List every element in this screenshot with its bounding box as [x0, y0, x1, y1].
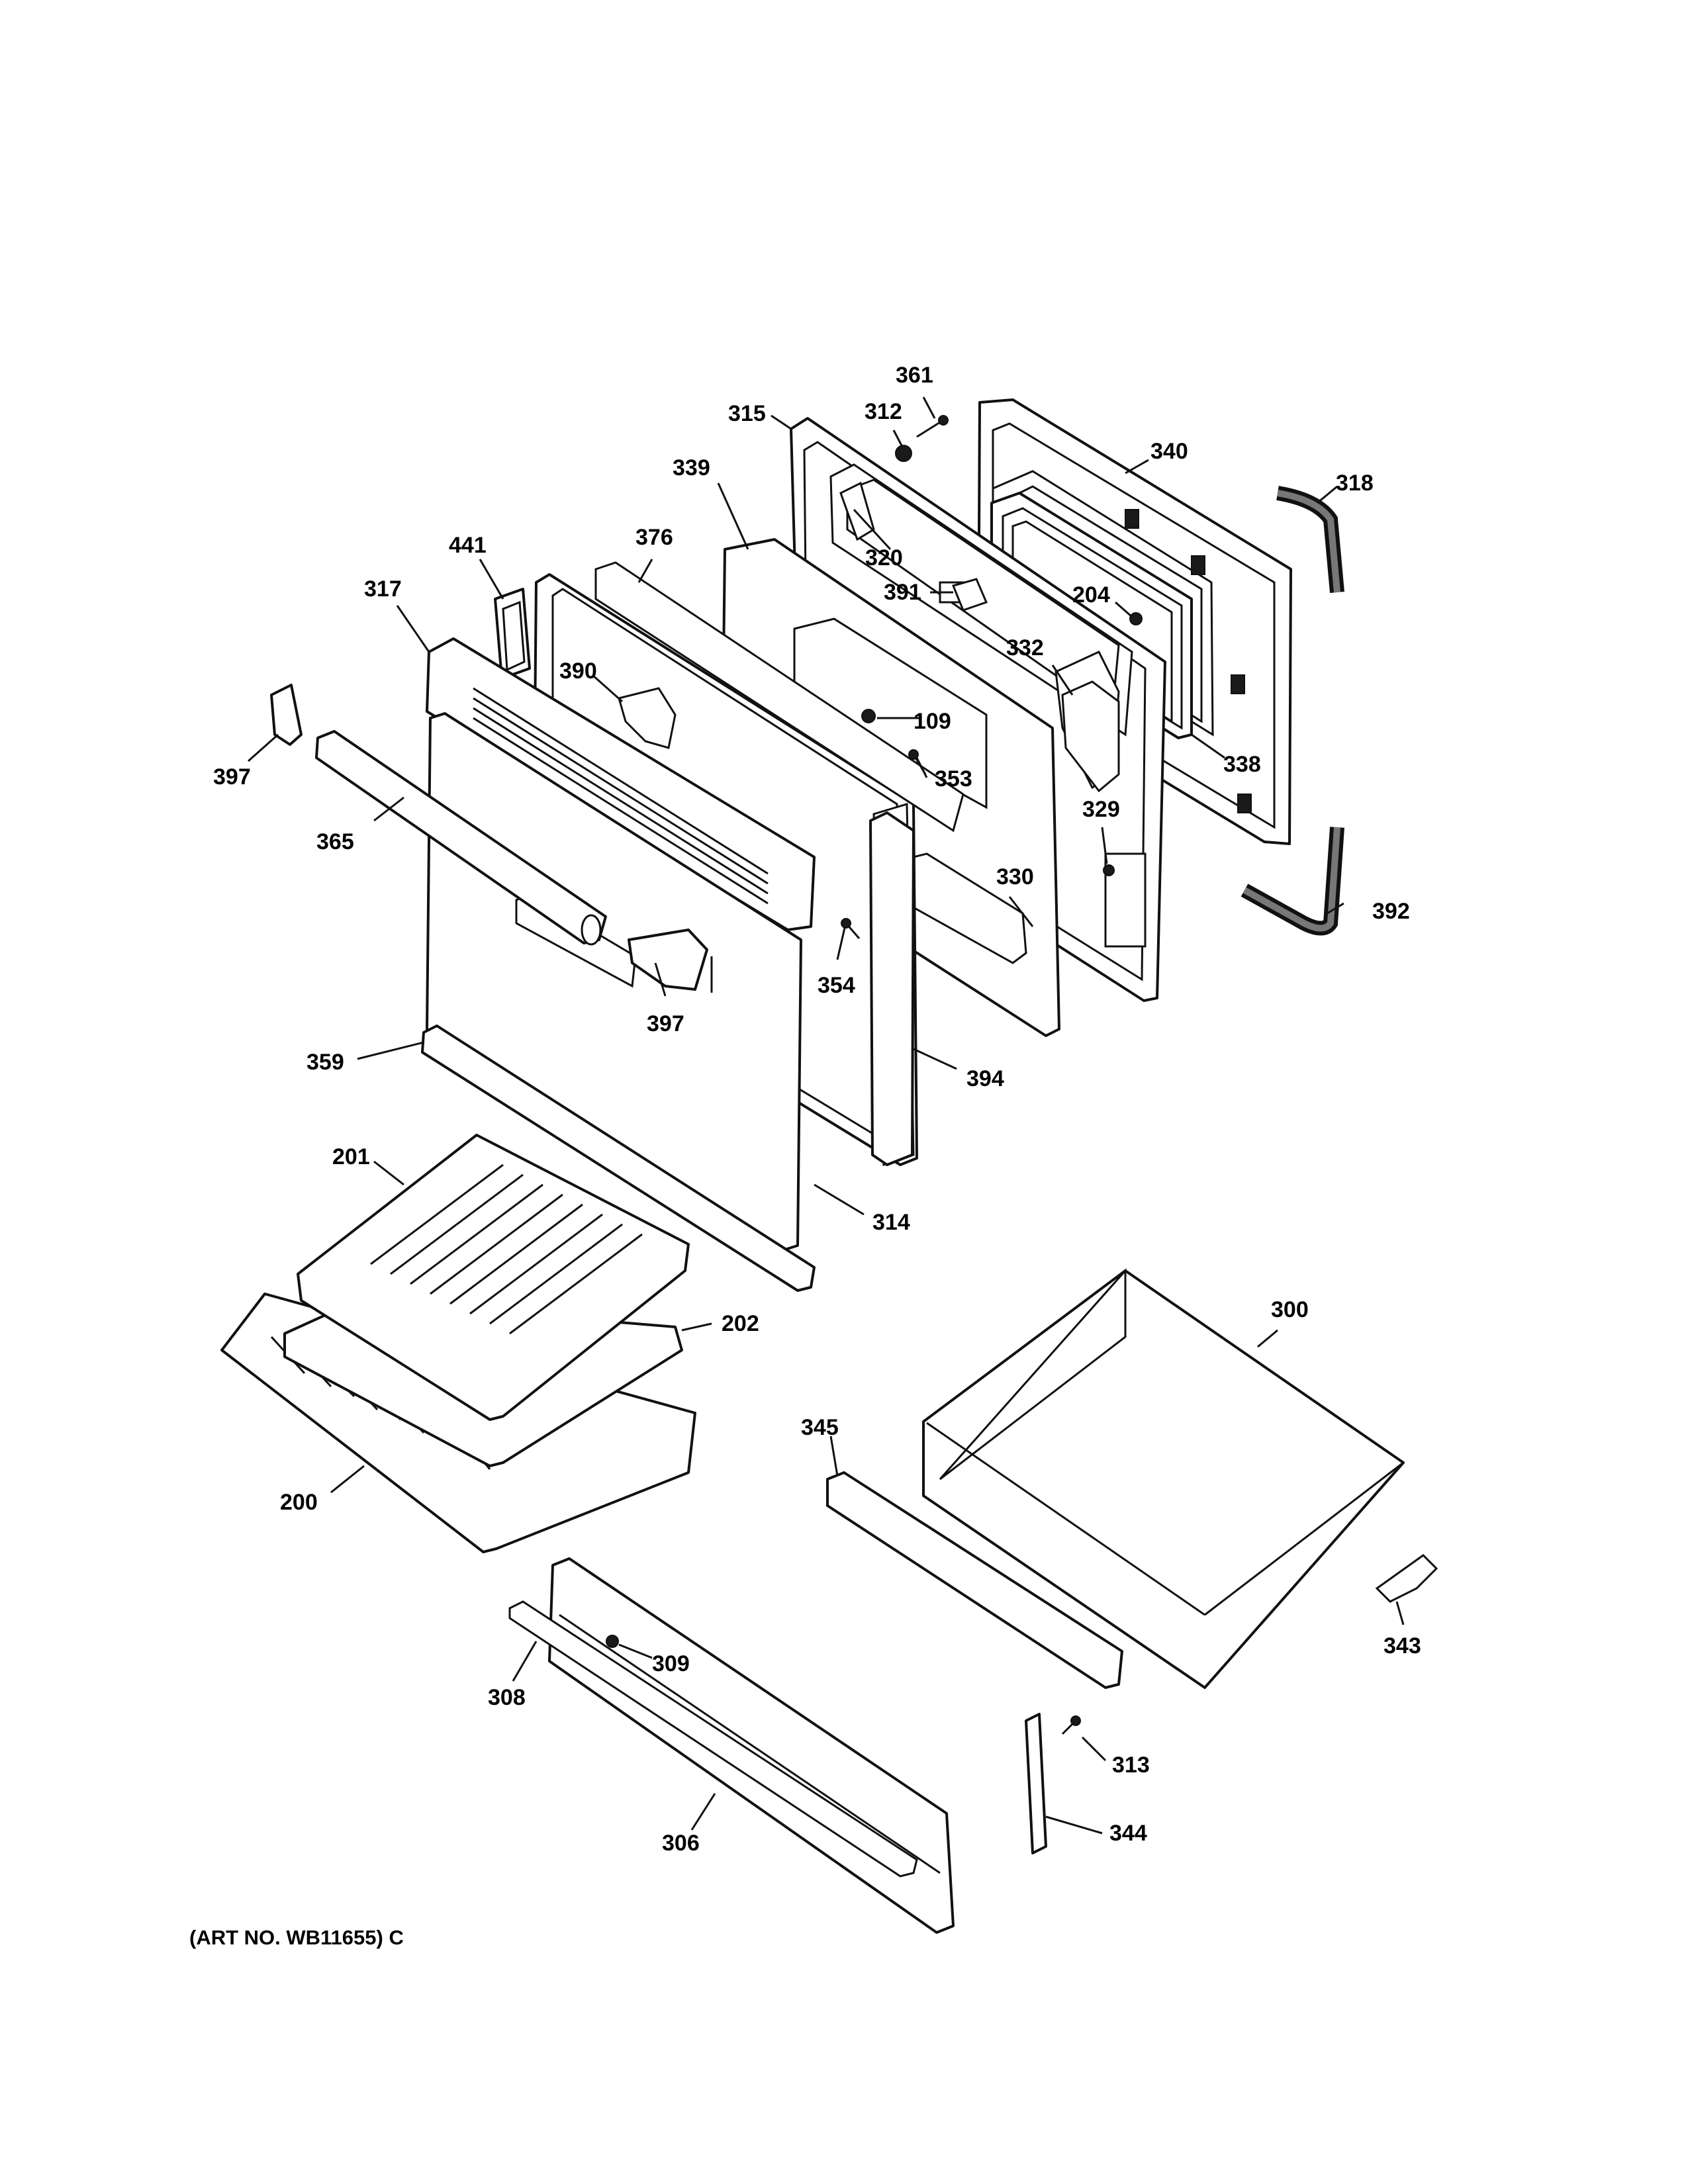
- callout-376: 376: [635, 525, 673, 550]
- part-201-broiler-grid: [297, 1134, 690, 1421]
- callout-345: 345: [801, 1415, 839, 1440]
- callout-313: 313: [1112, 1752, 1150, 1778]
- callout-300: 300: [1271, 1297, 1309, 1322]
- callout-394: 394: [966, 1066, 1004, 1091]
- part-308-trim: [508, 1600, 918, 1878]
- part-390-clip: [618, 687, 677, 749]
- part-359-bottom-trim: [421, 1024, 816, 1292]
- callout-390: 390: [559, 659, 597, 684]
- callout-318: 318: [1336, 471, 1374, 496]
- part-365-door-handle: [315, 730, 607, 946]
- callout-315: 315: [728, 401, 766, 426]
- callout-329: 329: [1082, 797, 1120, 822]
- callout-339: 339: [673, 455, 710, 480]
- part-204-screw: [1129, 612, 1143, 625]
- part-394-side-trim: [869, 811, 915, 1166]
- callout-354: 354: [818, 973, 855, 998]
- part-309-screw: [606, 1635, 619, 1648]
- callout-343: 343: [1383, 1633, 1421, 1659]
- callout-314: 314: [872, 1210, 910, 1235]
- part-312-washer: [895, 445, 912, 462]
- part-397-endcap-upper: [270, 684, 303, 746]
- callout-441: 441: [449, 533, 487, 558]
- callout-340: 340: [1150, 439, 1188, 464]
- callout-202: 202: [722, 1311, 759, 1336]
- callout-344: 344: [1109, 1821, 1147, 1846]
- callout-309: 309: [652, 1651, 690, 1676]
- part-345-rail: [826, 1471, 1123, 1689]
- part-329-screw: [1103, 864, 1115, 876]
- part-361-screw: [916, 415, 949, 438]
- callout-201: 201: [332, 1144, 370, 1169]
- callout-365: 365: [316, 829, 354, 854]
- part-392-gasket: [1241, 827, 1344, 936]
- part-397-endcap-lower: [628, 929, 708, 991]
- callout-338: 338: [1223, 752, 1261, 777]
- art-number-caption: (ART NO. WB11655) C: [189, 1926, 404, 1949]
- callout-200: 200: [280, 1490, 318, 1515]
- part-306-drawer-front: [548, 1557, 955, 1934]
- callout-330: 330: [996, 864, 1034, 889]
- callout-359: 359: [306, 1050, 344, 1075]
- callout-308: 308: [488, 1685, 526, 1710]
- part-320-hinge: [839, 481, 875, 541]
- leader-lines: [248, 396, 1405, 1835]
- callout-392: 392: [1372, 899, 1410, 924]
- part-317-vent-trim: [426, 637, 816, 931]
- callout-397-upper: 397: [213, 764, 251, 790]
- callout-312: 312: [865, 399, 902, 424]
- part-441-hinge-bracket: [494, 588, 531, 680]
- callout-391: 391: [884, 580, 921, 605]
- callout-320: 320: [865, 545, 903, 570]
- part-343-clip: [1375, 1554, 1438, 1603]
- callout-317: 317: [364, 576, 402, 602]
- part-300-drawer-box: [922, 1268, 1405, 1689]
- part-354-screw: [841, 918, 861, 939]
- part-344-bracket: [1025, 1713, 1047, 1854]
- part-318-gasket: [1276, 486, 1344, 593]
- part-313-screw: [1061, 1715, 1081, 1735]
- callout-109: 109: [914, 709, 951, 734]
- callout-306: 306: [662, 1831, 700, 1856]
- callout-204: 204: [1072, 582, 1110, 608]
- part-391-block: [951, 578, 988, 612]
- part-109-nut: [861, 709, 876, 723]
- callout-361: 361: [896, 363, 933, 388]
- callout-397-lower: 397: [647, 1011, 684, 1036]
- callout-353: 353: [935, 766, 972, 792]
- part-332-insulation-block: [1061, 680, 1120, 793]
- callout-332: 332: [1006, 635, 1044, 660]
